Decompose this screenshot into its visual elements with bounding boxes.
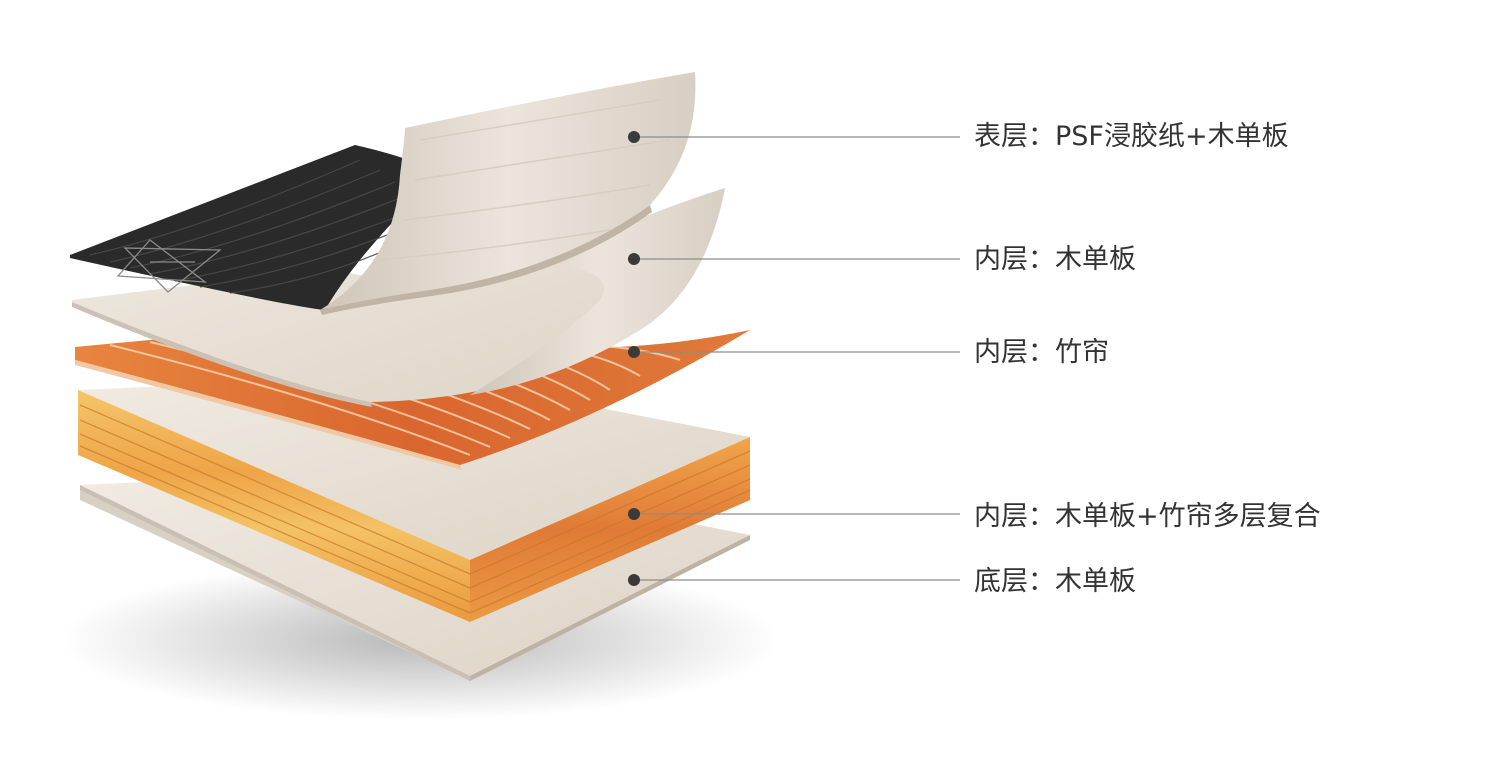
callout-dot-inner-1 [628,253,640,265]
top-surface-layer [70,72,696,315]
callout-dot-top [628,131,640,143]
label-bottom-layer: 底层：木单板 [974,566,1136,597]
callout-dot-bottom [628,574,640,586]
label-inner-layer-composite: 内层：木单板+竹帘多层复合 [974,501,1321,532]
label-inner-layer-veneer: 内层：木单板 [974,244,1136,275]
callout-dot-inner-2 [628,346,640,358]
core-board-layer [78,375,751,622]
label-inner-layer-bamboo: 内层：竹帘 [974,337,1109,368]
label-top-layer: 表层：PSF浸胶纸+木单板 [974,121,1289,152]
callout-dots [628,131,640,586]
brand-logo-icon [116,239,222,293]
leader-lines [634,136,960,581]
callout-dot-inner-3 [628,508,640,520]
